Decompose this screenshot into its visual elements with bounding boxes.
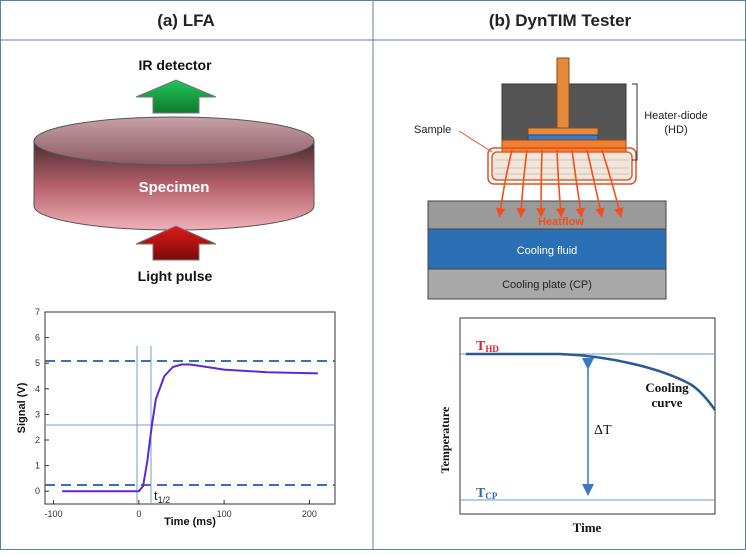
hd-bottom-plate — [501, 139, 627, 153]
y-tick-label: 4 — [35, 384, 40, 394]
sample-texture — [495, 159, 629, 175]
panel-a-title: (a) LFA — [157, 11, 215, 30]
sample-label: Sample — [414, 124, 451, 136]
sample-leader-line — [458, 130, 493, 153]
x-tick-label: 100 — [217, 509, 232, 519]
dyntim-apparatus: Cooling fluid Cooling plate (CP) Heatflo… — [414, 57, 708, 300]
x-tick-labels: -100 0 100 200 — [45, 500, 317, 519]
y-axis-label: Signal (V) — [16, 382, 28, 433]
sample-layer — [491, 151, 633, 181]
heatflow-label: Heatflow — [538, 216, 584, 228]
light-pulse-label: Light pulse — [138, 268, 213, 284]
y-tick-label: 5 — [35, 358, 40, 368]
lfa-schematic: IR detector Specimen Light pulse — [33, 57, 315, 284]
light-pulse-arrow-icon — [135, 225, 217, 261]
panel-b-title: (b) DynTIM Tester — [489, 11, 632, 30]
cooling-plate-top — [427, 200, 667, 230]
cooling-fluid-block — [427, 228, 667, 270]
ir-arrow-icon — [135, 79, 217, 114]
hd-bracket — [632, 83, 638, 161]
heater-plate — [527, 127, 599, 136]
plot-frame — [44, 311, 336, 505]
thd-label: THD — [476, 339, 499, 354]
delta-t-label: ΔT — [594, 423, 612, 438]
t-half-label: t1/2 — [154, 488, 170, 505]
x-tick-label: -100 — [45, 509, 63, 519]
cooling-plate-bottom — [427, 268, 667, 300]
y-tick-label: 2 — [35, 435, 40, 445]
cooling-curve — [466, 352, 717, 411]
cooling-curve-label-2: curve — [651, 395, 682, 410]
heater-stem — [556, 57, 570, 131]
x-tick-label: 0 — [136, 509, 141, 519]
temperature-axis-label: Temperature — [438, 406, 452, 473]
y-tick-label: 0 — [35, 486, 40, 496]
heater-diode-label: Heater-diode — [644, 110, 708, 122]
specimen-label: Specimen — [139, 179, 210, 196]
y-tick-label: 3 — [35, 409, 40, 419]
sample-highlight-box — [487, 147, 637, 185]
x-tick-label: 200 — [302, 509, 317, 519]
cooling-plate-label: Cooling plate (CP) — [502, 279, 592, 291]
cooling-curve-plot: ΔT THD TCP Cooling curve Temperature Tim… — [438, 317, 717, 535]
heatflow-arrows — [495, 149, 624, 218]
cooling-curve-label-1: Cooling — [645, 380, 689, 395]
y-tick-label: 7 — [35, 307, 40, 317]
y-tick-labels: 0 1 2 3 4 5 6 7 — [35, 307, 49, 496]
y-tick-label: 1 — [35, 461, 40, 471]
time-axis-label: Time — [573, 520, 602, 535]
specimen-cylinder-top — [33, 116, 315, 166]
cooling-fluid-label: Cooling fluid — [517, 245, 578, 257]
signal-curve — [62, 363, 318, 493]
tcp-label: TCP — [476, 486, 498, 501]
heater-diode-abbrev: (HD) — [664, 124, 687, 136]
ir-detector-label: IR detector — [138, 57, 212, 73]
lfa-signal-plot: 0 1 2 3 4 5 6 7 -100 0 100 200 t1/2 Time (ms) Sign… — [16, 307, 336, 528]
diode-layer — [527, 134, 599, 141]
x-axis-label: Time (ms) — [164, 516, 216, 528]
y-tick-label: 6 — [35, 333, 40, 343]
